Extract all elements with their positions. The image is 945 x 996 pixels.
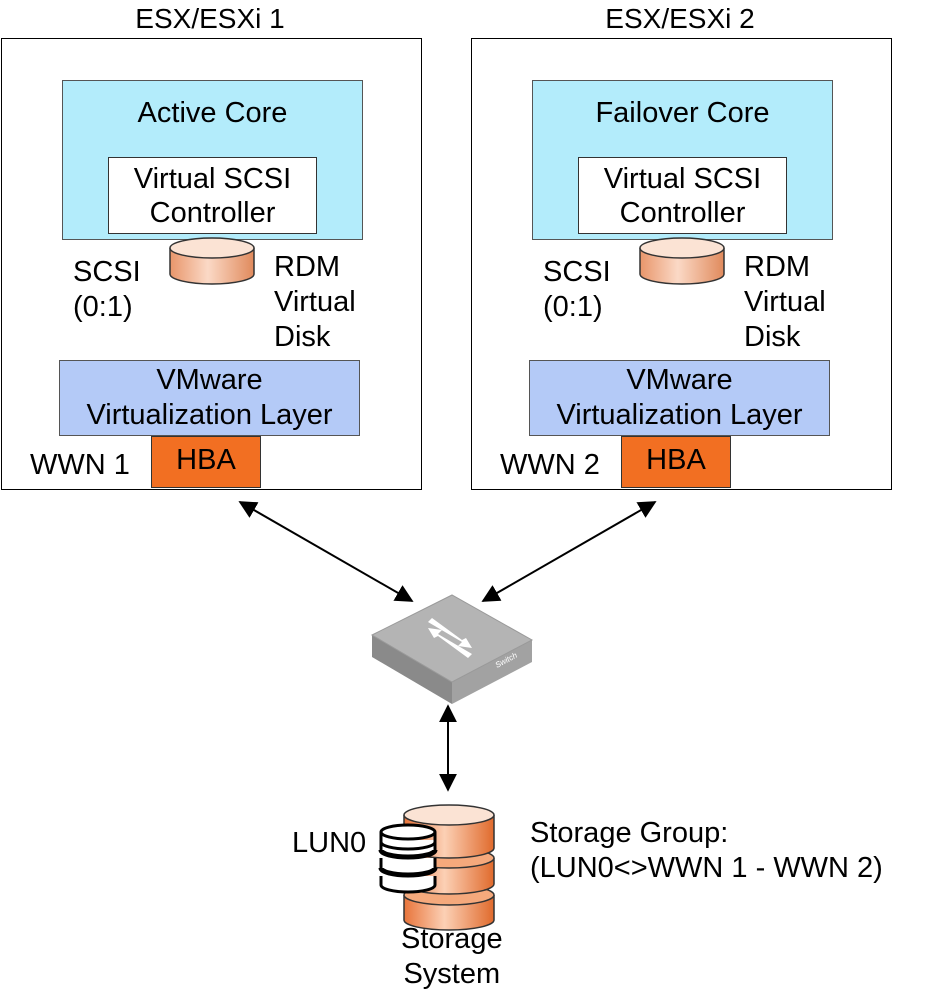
host1-rdm-line3: Disk [274, 321, 331, 353]
host1-rdm-label: RDM Virtual Disk [274, 250, 356, 355]
host1-controller-line2: Controller [149, 197, 276, 229]
storage-group-label: Storage Group: (LUN0<>WWN 1 - WWN 2) [530, 816, 883, 886]
lun-label: LUN0 [292, 827, 367, 859]
host2-hba: HBA [621, 436, 731, 488]
host1-wwn-label: WWN 1 [30, 449, 130, 481]
host2-scsi-controller: Virtual SCSI Controller [578, 157, 787, 234]
host1-hba: HBA [151, 436, 261, 488]
host2-rdm-line2: Virtual [744, 286, 826, 318]
host2-scsi-label: SCSI (0:1) [543, 255, 611, 325]
host2-layer-line2: Virtualization Layer [556, 399, 803, 431]
host1-layer-line1: VMware [156, 364, 263, 396]
storage-system-line1: Storage [401, 923, 503, 955]
network-switch-icon: Switch [370, 594, 534, 704]
host1-scsi-label: SCSI (0:1) [73, 255, 141, 325]
host2-wwn-label: WWN 2 [500, 449, 600, 481]
storage-group-line2: (LUN0<>WWN 1 - WWN 2) [530, 852, 883, 884]
host1-to-switch-arrow [238, 501, 414, 602]
host1-title: ESX/ESXi 1 [135, 3, 285, 34]
host1-rdm-line2: Virtual [274, 286, 356, 318]
host2-rdm-line3: Disk [744, 321, 801, 353]
host2-core-label: Failover Core [595, 97, 770, 129]
host1-rdm-line1: RDM [274, 251, 341, 283]
host1-virtualization-layer: VMware Virtualization Layer [59, 360, 360, 436]
host2-rdm-label: RDM Virtual Disk [744, 250, 826, 355]
host1-layer-line2: Virtualization Layer [86, 399, 333, 431]
host2-controller-line2: Controller [619, 197, 746, 229]
host1-scsi-line1: SCSI [73, 256, 141, 288]
host2-rdm-line1: RDM [744, 251, 811, 283]
host2-virtualization-layer: VMware Virtualization Layer [529, 360, 830, 436]
storage-system-label: Storage System [401, 922, 503, 992]
host2-title: ESX/ESXi 2 [605, 3, 755, 34]
host2-layer-line1: VMware [626, 364, 733, 396]
host2-scsi-line1: SCSI [543, 256, 611, 288]
host1-scsi-controller: Virtual SCSI Controller [108, 157, 317, 234]
lun-stack-icon [378, 823, 438, 894]
host1-core-label: Active Core [137, 97, 288, 129]
host2-rdm-disk-icon [639, 237, 725, 285]
host1-rdm-disk-icon [169, 237, 255, 285]
host2-scsi-line2: (0:1) [543, 291, 603, 323]
host2-controller-line1: Virtual SCSI [603, 163, 762, 195]
storage-group-line1: Storage Group: [530, 817, 729, 849]
host2-to-switch-arrow [481, 501, 657, 602]
storage-system-line2: System [403, 958, 501, 990]
host1-controller-line1: Virtual SCSI [133, 163, 292, 195]
host1-scsi-line2: (0:1) [73, 291, 133, 323]
